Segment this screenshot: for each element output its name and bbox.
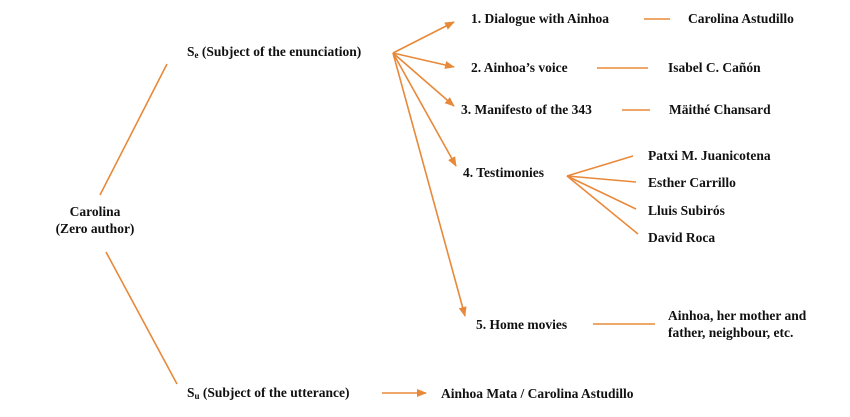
branch-3: 3. Manifesto of the 343 xyxy=(461,102,592,117)
line-b4-t3 xyxy=(566,175,637,210)
su-node: Su (Subject of the utterance) xyxy=(187,384,350,405)
arrow-se-b2 xyxy=(392,52,455,69)
home-movies-people: Ainhoa, her mother and father, neighbour… xyxy=(668,307,806,341)
su-subscript: u xyxy=(194,391,200,401)
branch-1: 1. Dialogue with Ainhoa xyxy=(471,11,610,26)
root-name: Carolina xyxy=(69,204,121,219)
se-text: (Subject of the enunciation) xyxy=(198,44,362,59)
line-b4-t1 xyxy=(566,155,634,177)
root-role: (Zero author) xyxy=(55,221,135,236)
su-target: Ainhoa Mata / Carolina Astudillo xyxy=(441,386,634,401)
home-movies-line1: Ainhoa, her mother and xyxy=(668,308,807,323)
su-letter: S xyxy=(187,385,195,400)
su-text: (Subject of the utterance) xyxy=(199,385,350,400)
line-b4-t4 xyxy=(566,175,639,235)
testimony-4: David Roca xyxy=(648,230,716,245)
se-node: Se (Subject of the enunciation) xyxy=(187,43,361,64)
testimony-2: Esther Carrillo xyxy=(648,175,736,190)
person-2: Isabel C. Cañón xyxy=(668,60,761,75)
testimony-3: Lluis Subirós xyxy=(648,203,725,218)
branch-2: 2. Ainhoa’s voice xyxy=(471,60,568,75)
arrow-se-b1 xyxy=(392,21,455,54)
se-letter: S xyxy=(187,44,195,59)
testimony-1: Patxi M. Juanicotena xyxy=(648,148,771,163)
root-node: Carolina (Zero author) xyxy=(40,203,150,237)
branch-4: 4. Testimonies xyxy=(463,165,545,180)
line-root-se xyxy=(99,63,168,196)
person-1: Carolina Astudillo xyxy=(688,11,794,26)
arrow-se-b4 xyxy=(392,52,457,167)
se-subscript: e xyxy=(194,50,199,60)
arrow-se-b5 xyxy=(392,52,467,317)
person-3: Mäithé Chansard xyxy=(669,102,771,117)
arrow-se-b3 xyxy=(392,52,455,107)
line-b4-t2 xyxy=(566,175,637,183)
home-movies-line2: father, neighbour, etc. xyxy=(668,325,794,340)
line-root-su xyxy=(105,251,178,385)
branch-5: 5. Home movies xyxy=(476,317,568,332)
